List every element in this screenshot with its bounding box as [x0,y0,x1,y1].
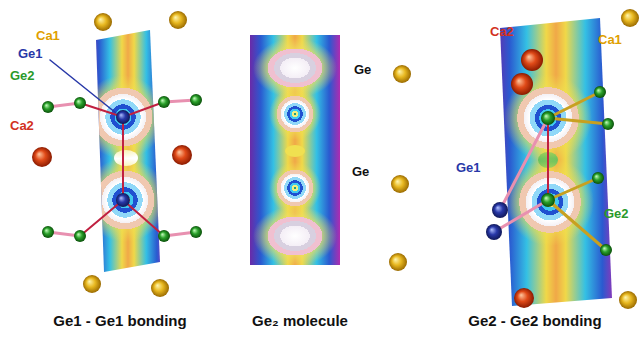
bond [548,178,598,200]
ca1-atom [621,9,639,27]
panel-caption: Ge₂ molecule [252,312,348,330]
atom-label: Ca2 [490,24,514,40]
ge2-atom [602,118,614,130]
ge1-atom [116,110,130,124]
atoms [32,11,202,297]
ge2-atom [592,172,604,184]
leader-line [50,60,116,113]
ge2-atom [541,111,555,125]
bonds [48,60,196,236]
ge1-atom [486,224,502,240]
atom-label: Ca1 [598,32,622,48]
ca2-atom [511,73,533,95]
ge2-atom [158,96,170,108]
bond [123,200,164,236]
atom-label: Ge [352,62,373,78]
panel-caption: Ge1 - Ge1 bonding [53,312,186,330]
ge2-atom [541,193,555,207]
bonds [494,92,608,250]
ca1-atom [169,11,187,29]
density-map [81,25,167,277]
bond-density [285,145,305,157]
ge1-atom [116,193,130,207]
bond [548,200,606,250]
atom-label: Ge1 [456,160,481,176]
atom-density [83,158,167,242]
atom-label: Ca2 [10,118,34,134]
bond [548,118,608,124]
atom-density [269,88,321,140]
atom-label: Ge2 [604,206,629,222]
lone-pair [253,206,337,265]
ge2-atom [42,101,54,113]
ca2-atom [521,49,543,71]
atom-label: Ge [350,164,371,180]
bond [548,92,600,118]
ca2-atom [514,288,534,308]
atom-density [269,162,321,214]
ca-atom [391,175,409,193]
ge2-atom [74,97,86,109]
ca1-atom [151,279,169,297]
map-ground [495,15,617,310]
atom-label: Ge2 [10,68,35,84]
ca-atom [389,253,407,271]
ca1-atom [83,275,101,293]
atoms [389,65,411,271]
ge2-atom [190,226,202,238]
ge2-atom [42,226,54,238]
ca1-atom [619,291,637,309]
ge1-atom [492,202,508,218]
panel-caption: Ge2 - Ge2 bonding [468,312,601,330]
map-ground [250,35,340,265]
atoms [486,9,639,309]
bond [80,200,123,236]
ge2-atom [594,86,606,98]
ge2-atom [600,244,612,256]
bond [122,117,124,200]
density-map [250,35,340,265]
ge2-atom [190,94,202,106]
ge2-atom [74,230,86,242]
ca1-atom [94,13,112,31]
ca2-atom [172,145,192,165]
ca-atom [393,65,411,83]
bond [547,118,549,200]
ge2-atom [158,230,170,242]
atom-label: Ge1 [18,46,43,62]
atom-label: Ca1 [36,28,60,44]
density-map [495,15,617,310]
ca2-atom [32,147,52,167]
bond [500,118,548,210]
